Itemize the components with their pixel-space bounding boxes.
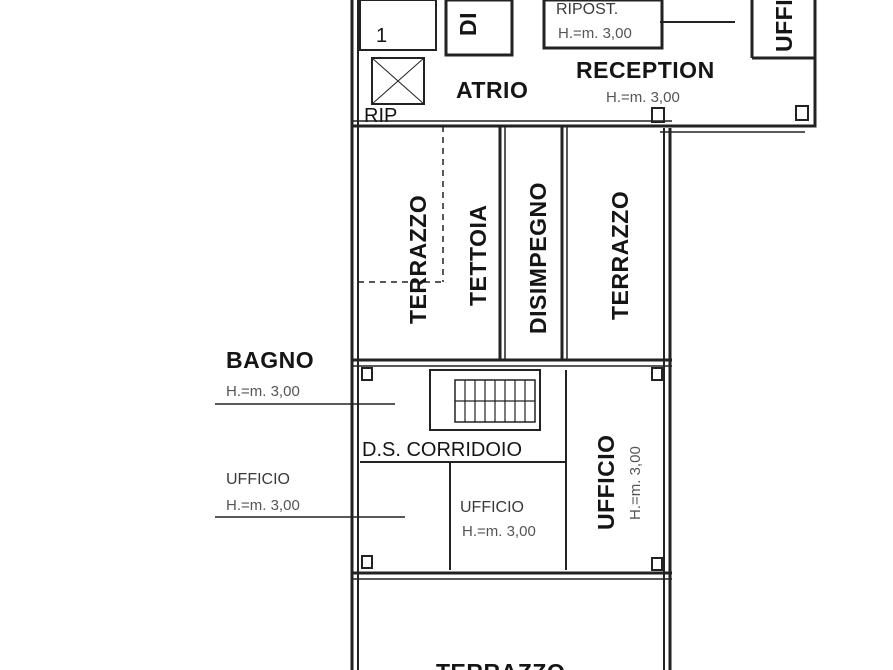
room-label-disimpegno: DISIMPEGNO bbox=[525, 182, 551, 334]
room-label-rip-stub: RIP bbox=[364, 105, 397, 127]
pillar bbox=[361, 367, 373, 381]
wc-room bbox=[359, 0, 437, 51]
room-height-ufficio-center: H.=m. 3,00 bbox=[462, 523, 536, 540]
room-label-atrio: ATRIO bbox=[456, 77, 528, 103]
room-label-ufficio-right: UFFICIO bbox=[593, 435, 619, 531]
room-height-ripost: H.=m. 3,00 bbox=[558, 25, 632, 42]
room-label-bagno: BAGNO bbox=[226, 347, 314, 373]
pillar bbox=[651, 367, 663, 381]
room-label-ripost: RIPOST. bbox=[556, 1, 618, 18]
pillar bbox=[651, 557, 663, 571]
room-height-ufficio-right: H.=m. 3,00 bbox=[627, 446, 644, 520]
room-label-ufficio-left: UFFICIO bbox=[226, 471, 290, 488]
room-height-ufficio-left: H.=m. 3,00 bbox=[226, 497, 300, 514]
room-label-terrazzo-left: TERRAZZO bbox=[405, 195, 431, 324]
room-label-tettoia: TETTOIA bbox=[465, 205, 491, 306]
room-label-di: DI bbox=[455, 12, 481, 36]
di-room bbox=[444, 0, 514, 57]
room-label-uffi: UFFI bbox=[771, 0, 797, 52]
pillar bbox=[795, 105, 809, 121]
wc-number: 1 bbox=[376, 25, 387, 47]
room-label-terrazzo-bottom: TERRAZZO bbox=[436, 659, 565, 670]
room-height-bagno: H.=m. 3,00 bbox=[226, 383, 300, 400]
room-label-reception: RECEPTION bbox=[576, 57, 715, 83]
pillar bbox=[361, 555, 373, 569]
ripost-room bbox=[542, 0, 664, 50]
room-label-terrazzo-right: TERRAZZO bbox=[607, 191, 633, 320]
room-label-ds-corridoio: D.S. CORRIDOIO bbox=[362, 439, 522, 461]
room-label-ufficio-center: UFFICIO bbox=[460, 499, 524, 516]
lift-cross-2 bbox=[371, 57, 425, 105]
lift-shaft bbox=[371, 57, 425, 105]
pillar bbox=[651, 107, 665, 123]
stair-well bbox=[429, 369, 541, 431]
room-height-reception: H.=m. 3,00 bbox=[606, 89, 680, 106]
wall-reception-right bbox=[660, 0, 817, 128]
